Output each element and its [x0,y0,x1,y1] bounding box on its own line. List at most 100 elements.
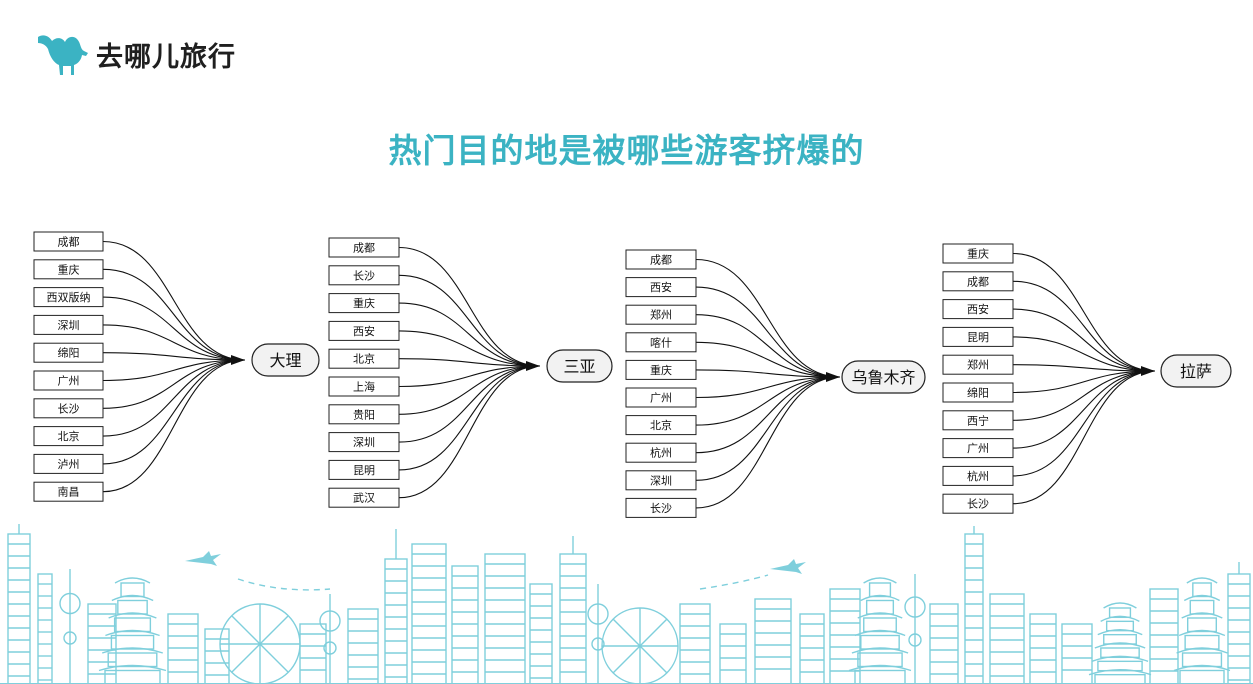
destination-node [841,360,926,394]
source-city-box [328,432,400,453]
source-city-box [33,481,104,502]
source-city-label: 上海 [353,380,375,394]
source-city-label: 西宁 [967,413,989,427]
source-city-box [33,287,104,308]
source-city-box [625,249,697,270]
source-city-box [625,415,697,436]
source-city-box [625,442,697,463]
source-city-box [942,438,1014,459]
flow-connector [695,258,841,378]
flow-connector [398,365,541,415]
building-icon [87,603,117,684]
airplane-icon [185,551,221,566]
flow-connector [695,376,841,454]
source-city-label: 广州 [650,392,672,405]
source-city-label: 长沙 [58,402,80,415]
flow-connector [102,268,246,361]
source-city-label: 泸州 [58,458,80,471]
source-city-label: 成都 [650,254,672,267]
source-city-box [328,237,400,258]
source-city-label: 昆明 [353,464,375,477]
source-city-box [942,354,1014,375]
arrow-head-icon [526,361,540,371]
destination-label: 大理 [269,351,301,370]
flow-connector [695,286,841,378]
source-city-box [942,243,1014,264]
source-city-box [328,265,400,286]
source-city-box [625,332,697,353]
flow-connector [695,376,841,399]
page-title: 热门目的地是被哪些游客挤爆的 [388,131,865,170]
flow-connector [695,314,841,378]
destination-label: 拉萨 [1180,362,1212,381]
source-city-box [33,314,104,335]
source-city-label: 长沙 [353,269,375,282]
source-city-box [33,342,104,363]
flow-connector [398,365,541,471]
building-icon [829,588,861,684]
flow-connector [1012,370,1156,449]
pagoda-roof [1181,612,1223,619]
source-city-label: 西安 [967,302,989,316]
source-city-box [33,259,104,280]
source-city-label: 武汉 [353,492,375,505]
building-icon [204,628,230,684]
source-city-label: 杭州 [650,446,672,460]
pagoda-roof [854,629,906,637]
flow-connector [1012,370,1156,505]
flow-connector [102,359,246,409]
pagoda-roof [114,577,151,584]
flow-connector [695,376,841,426]
building-icon [559,553,587,684]
destination-node [1160,354,1232,388]
source-city-label: 南昌 [58,486,80,499]
building-icon [929,603,959,684]
pagoda-roof [848,664,912,672]
source-city-label: 贵阳 [353,408,375,421]
flow-connector [695,341,841,378]
flight-path [237,578,331,591]
pagoda-roof [1178,629,1226,637]
source-city-label: 成都 [967,275,989,288]
pagoda-roof [1176,647,1228,654]
source-city-box [328,376,400,397]
arrow-head-icon [1141,366,1155,376]
building-icon [37,573,53,684]
building-icon [1149,588,1179,684]
source-city-box [625,387,697,408]
flow-connector [102,359,246,382]
flow-connector [1012,252,1156,372]
source-city-label: 杭州 [967,469,989,483]
source-city-box [625,277,697,298]
source-city-label: 深圳 [353,436,375,449]
source-city-label: 西安 [650,280,672,294]
flow-connector [1012,280,1156,372]
destination-label: 三亚 [563,357,595,376]
building-icon [529,583,553,684]
pagoda-roof [98,664,167,672]
source-city-label: 北京 [58,429,80,443]
source-city-box [942,465,1014,486]
arrow-head-icon [231,355,245,365]
pagoda-roof [1094,642,1146,649]
source-city-box [942,410,1014,431]
pagoda-roof [857,612,903,619]
flow-connector [102,296,246,361]
source-city-box [328,404,400,425]
flow-connector [1012,370,1156,477]
source-city-label: 成都 [353,242,375,255]
flow-connector [1012,308,1156,372]
source-city-box [942,326,1014,347]
pagoda-roof [101,647,164,654]
flow-connector [1012,364,1156,372]
source-city-box [942,299,1014,320]
source-city-label: 深圳 [58,319,80,332]
source-city-box [328,293,400,314]
arrow-head-icon [826,372,840,382]
flow-connector [102,324,246,361]
source-city-label: 西双版纳 [47,290,91,304]
pagoda-roof [1091,655,1149,662]
